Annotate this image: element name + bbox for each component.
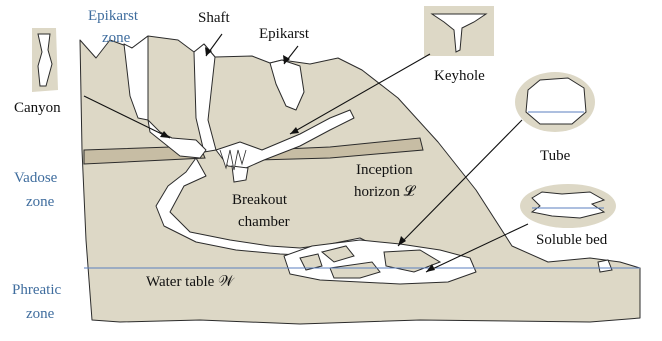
tube-profile-inset: [515, 72, 595, 132]
vadose-zone-line-1: Vadose: [14, 170, 58, 186]
phreatic-zone-line-2: zone: [26, 306, 55, 322]
epikarst-zone-line-2: zone: [102, 30, 131, 46]
tube-label: Tube: [540, 148, 571, 164]
canyon-label: Canyon: [14, 100, 61, 116]
breakout-chamber-line-1: Breakout: [232, 192, 288, 208]
phreatic-zone-line-1: Phreatic: [12, 282, 61, 298]
soluble-bed-profile-inset: [520, 184, 616, 228]
phreatic-zone-label: Phreatic zone: [12, 282, 65, 322]
inception-horizon-line-2: horizon 𝓛: [354, 184, 417, 200]
epikarst-label: Epikarst: [259, 26, 310, 42]
vadose-zone-line-2: zone: [26, 194, 55, 210]
canyon-profile-inset: [32, 28, 58, 92]
vadose-zone-label: Vadose zone: [14, 170, 61, 210]
breakout-chamber-line-2: chamber: [238, 214, 290, 230]
epikarst-zone-line-1: Epikarst: [88, 8, 139, 24]
keyhole-profile-inset: [424, 6, 494, 56]
inception-horizon-line-1: Inception: [356, 162, 413, 178]
soluble-bed-label: Soluble bed: [536, 232, 608, 248]
keyhole-label: Keyhole: [434, 68, 485, 84]
shaft-label: Shaft: [198, 10, 230, 26]
water-table-label: Water table 𝒲: [146, 274, 235, 290]
epikarst-zone-label: Epikarst zone: [88, 8, 142, 46]
